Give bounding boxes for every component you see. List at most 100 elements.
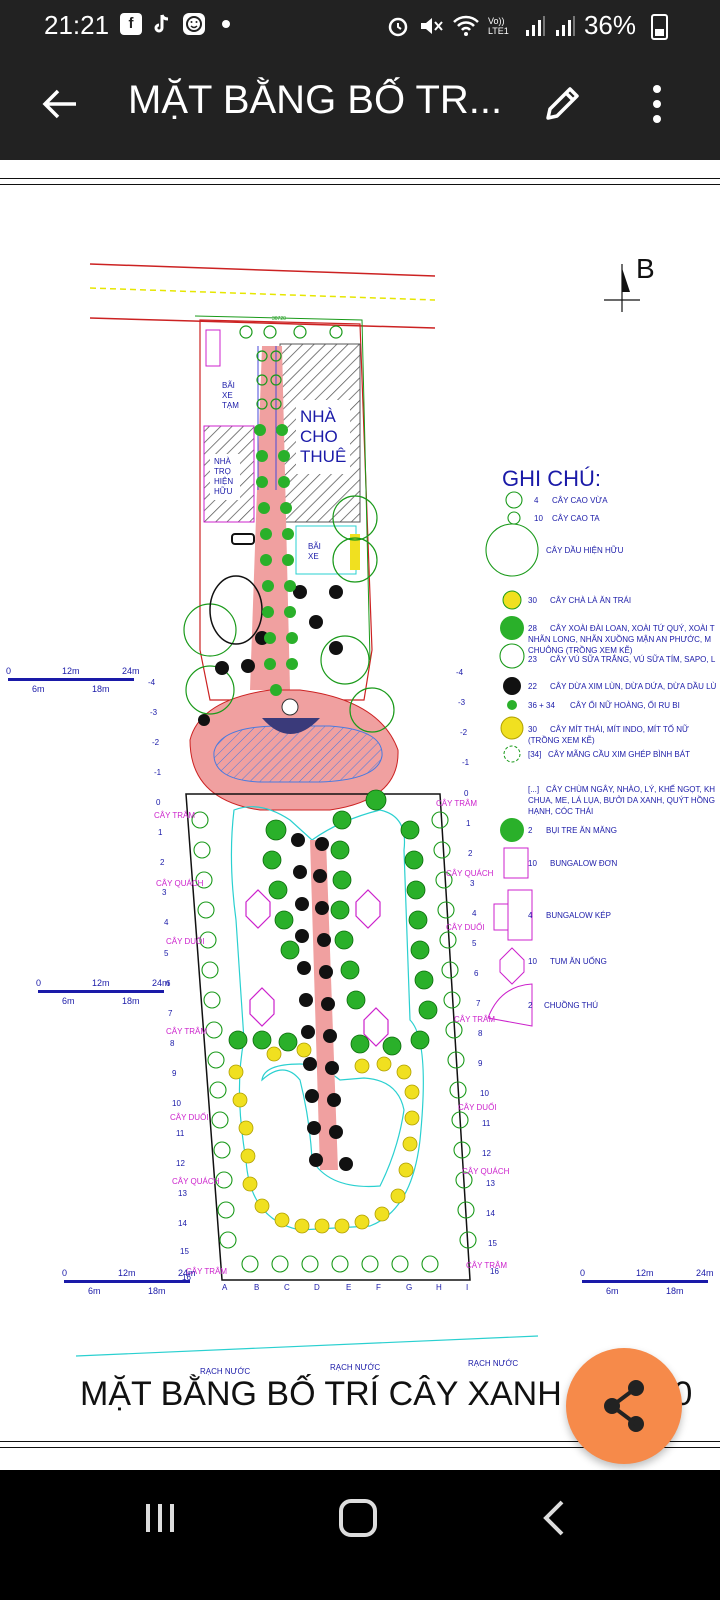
svg-text:G: G <box>406 1283 412 1292</box>
svg-text:BỤI TRE ĂN MĂNG: BỤI TRE ĂN MĂNG <box>546 826 617 835</box>
svg-text:10: 10 <box>172 1099 181 1108</box>
svg-text:CÂY QUÁCH: CÂY QUÁCH <box>156 879 204 888</box>
mute-icon <box>420 17 443 34</box>
svg-text:24m: 24m <box>696 1268 714 1278</box>
label-bai-xe-1: BÃI <box>308 542 321 551</box>
svg-text:B: B <box>254 1283 259 1292</box>
svg-text:3: 3 <box>470 879 475 888</box>
svg-text:BUNGALOW ĐƠN: BUNGALOW ĐƠN <box>550 859 618 868</box>
app-bar: MẶT BẰNG BỐ TR... <box>0 52 720 160</box>
svg-text:CÂY CAO VỪA: CÂY CAO VỪA <box>552 496 608 505</box>
svg-text:3: 3 <box>162 888 167 897</box>
share-button[interactable] <box>566 1348 682 1464</box>
svg-text:CÂY MÃNG CẦU XIM GHÉP BÌNH BÁT: CÂY MÃNG CẦU XIM GHÉP BÌNH BÁT <box>548 749 690 759</box>
svg-text:E: E <box>346 1283 351 1292</box>
more-vert-icon[interactable] <box>650 84 664 124</box>
svg-text:HẠNH, CÓC THÁI: HẠNH, CÓC THÁI <box>528 807 593 816</box>
svg-text:NHÃN LONG, NHÃN XUỒNG MẬN AN P: NHÃN LONG, NHÃN XUỒNG MẬN AN PHƯỚC, M <box>528 634 711 644</box>
svg-text:9: 9 <box>172 1069 177 1078</box>
arrow-left-icon[interactable] <box>40 84 80 124</box>
svg-text:23: 23 <box>528 655 537 664</box>
svg-text:4: 4 <box>534 496 539 505</box>
label-nha-tro-1: NHÀ <box>214 457 232 466</box>
svg-text:2: 2 <box>160 858 165 867</box>
svg-text:12m: 12m <box>92 978 110 988</box>
pond-hatched <box>213 725 383 783</box>
dim-top: 30720 <box>272 316 286 322</box>
facebook-icon: f <box>120 13 142 35</box>
recents-icon[interactable] <box>140 1498 180 1538</box>
battery-icon <box>651 14 668 40</box>
svg-text:CHUÔNG (TRỒNG XEM KẼ): CHUÔNG (TRỒNG XEM KẼ) <box>528 645 633 655</box>
notification-icons: f <box>120 12 230 36</box>
svg-text:6: 6 <box>474 969 479 978</box>
svg-text:CÂY TRÂM: CÂY TRÂM <box>466 1261 507 1270</box>
svg-text:10: 10 <box>528 957 537 966</box>
svg-text:12: 12 <box>176 1159 185 1168</box>
svg-text:H: H <box>436 1283 442 1292</box>
svg-text:CÂY DUỐI: CÂY DUỐI <box>170 1112 209 1122</box>
scale-bar: 0 12m 24m 6m 18m <box>6 666 140 694</box>
svg-text:CÂY DẦU HIỆN HỮU: CÂY DẦU HIỆN HỮU <box>546 545 624 555</box>
svg-text:10: 10 <box>534 514 543 523</box>
svg-text:16: 16 <box>182 1273 191 1282</box>
svg-text:15: 15 <box>180 1247 189 1256</box>
svg-text:4: 4 <box>528 911 533 920</box>
svg-text:10: 10 <box>528 859 537 868</box>
svg-text:24m: 24m <box>122 666 140 676</box>
tall-trees-top <box>239 325 343 410</box>
back-nav-icon[interactable] <box>540 1498 570 1538</box>
svg-text:CÂY CAO TA: CÂY CAO TA <box>552 514 600 523</box>
svg-text:BUNGALOW KÉP: BUNGALOW KÉP <box>546 911 611 920</box>
label-bai-xe-tam-3: TẠM <box>222 401 239 410</box>
label-nha-cho-thue-2: CHO <box>300 427 338 446</box>
roundabout-stage <box>262 718 320 734</box>
svg-text:CÂY QUÁCH: CÂY QUÁCH <box>462 1167 510 1176</box>
svg-text:5: 5 <box>164 949 169 958</box>
svg-text:1: 1 <box>466 819 471 828</box>
svg-text:CÂY QUÁCH: CÂY QUÁCH <box>172 1177 220 1186</box>
creek-labels: RẠCH NƯỚC RẠCH NƯỚC RẠCH NƯỚC <box>200 1359 518 1376</box>
svg-text:CHUỒNG THÚ: CHUỒNG THÚ <box>544 1000 598 1010</box>
svg-text:16: 16 <box>490 1267 499 1276</box>
fruit-trees <box>228 789 438 1056</box>
svg-text:30: 30 <box>528 596 537 605</box>
legend: GHI CHÚ: 4 CÂY CAO VỪA 10 CÂY CAO TA CÂY… <box>485 466 717 1027</box>
svg-text:5: 5 <box>472 939 477 948</box>
svg-text:C: C <box>284 1283 290 1292</box>
svg-text:28: 28 <box>528 624 537 633</box>
svg-text:[...]: [...] <box>528 785 539 794</box>
label-bai-xe-2: XE <box>308 552 319 561</box>
system-icons: Vo)) LTE1 36% <box>386 10 662 41</box>
svg-text:-2: -2 <box>460 728 468 737</box>
label-nha-cho-thue-1: NHÀ <box>300 407 337 426</box>
svg-text:CÂY DUỐI: CÂY DUỐI <box>166 936 205 946</box>
svg-text:CHUA, ME, LÁ LỤA, BƯỞI DA XANH: CHUA, ME, LÁ LỤA, BƯỞI DA XANH, QUÝT HỒN… <box>528 795 715 805</box>
label-nha-tro-4: HỮU <box>214 487 233 496</box>
wifi-icon <box>453 15 479 36</box>
svg-text:CÂY MÍT THÁI, MÍT INDO, MÍT TỐ: CÂY MÍT THÁI, MÍT INDO, MÍT TỐ NỮ <box>550 724 689 734</box>
svg-text:RẠCH NƯỚC: RẠCH NƯỚC <box>330 1363 380 1372</box>
svg-text:12m: 12m <box>118 1268 136 1278</box>
svg-text:11: 11 <box>176 1129 185 1138</box>
svg-text:7: 7 <box>476 999 481 1008</box>
road-line <box>89 317 436 329</box>
svg-text:TUM ĂN UỐNG: TUM ĂN UỐNG <box>550 956 607 966</box>
svg-text:CÂY ỔI NỮ HOÀNG, ỔI RU BI: CÂY ỔI NỮ HOÀNG, ỔI RU BI <box>570 701 680 710</box>
svg-text:30: 30 <box>528 725 537 734</box>
tree-labels-right: CÂY TRÂM CÂY QUÁCH CÂY DUỐI CÂY TRÂM CÂY… <box>436 799 510 1270</box>
perimeter-trees <box>191 811 477 1273</box>
home-icon[interactable] <box>336 1496 380 1540</box>
svg-text:CÂY CHÙM NGÂY, NHÀO, LÝ, KHẾ N: CÂY CHÙM NGÂY, NHÀO, LÝ, KHẾ NGỌT, KH <box>546 784 715 794</box>
scale-bar: 0 12m 24m 6m 18m <box>62 1268 196 1296</box>
svg-text:2: 2 <box>528 826 533 835</box>
pencil-icon[interactable] <box>540 82 584 126</box>
svg-text:4: 4 <box>164 918 169 927</box>
system-navigation-bar <box>0 1470 720 1600</box>
svg-text:RẠCH NƯỚC: RẠCH NƯỚC <box>468 1359 518 1368</box>
svg-text:9: 9 <box>478 1059 483 1068</box>
svg-text:4: 4 <box>472 909 477 918</box>
north-arrow: B <box>604 253 655 312</box>
svg-text:10: 10 <box>480 1089 489 1098</box>
jackfruit-trees <box>228 1042 420 1234</box>
